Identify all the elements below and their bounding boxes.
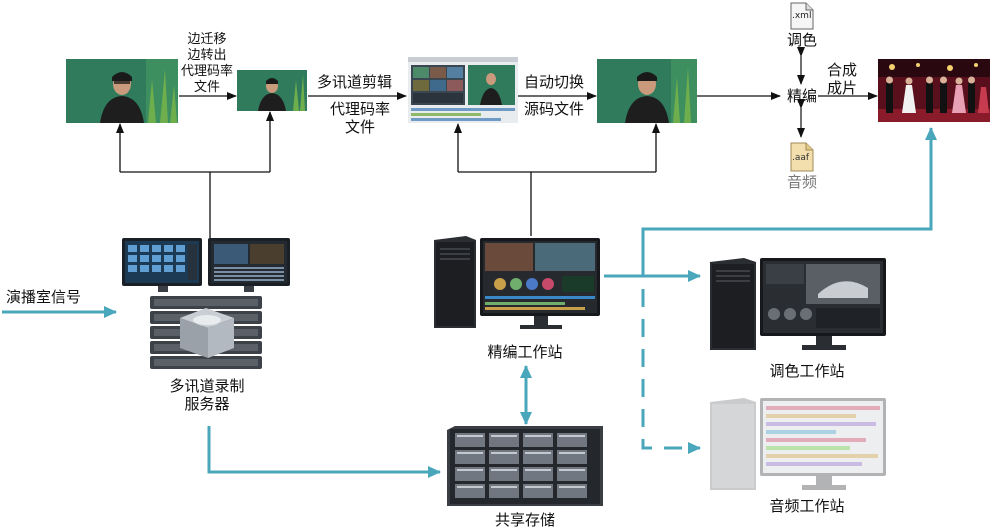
- teal-arrow-server-to-storage: [207, 426, 441, 478]
- label-fine-edit: 精编: [786, 87, 817, 105]
- xml-file-icon: .xml: [790, 2, 814, 30]
- label-edge-proxy: 边迁移 边转出 代理码率 文件: [180, 32, 233, 95]
- label-record-server: 多讯道录制 服务器: [169, 377, 245, 413]
- label-proxy-file: 代理码率 文件: [329, 100, 390, 136]
- video-thumbnail-program: [597, 59, 697, 123]
- recording-server-monitors: [122, 238, 290, 294]
- label-compose: 合成 成片: [826, 61, 857, 97]
- label-shared-storage: 共享存储: [494, 511, 555, 529]
- label-audio: 音频: [786, 173, 817, 191]
- aaf-extension-label: .aaf: [792, 153, 810, 163]
- storage-array-icon: [447, 426, 603, 508]
- audio-workstation: [708, 398, 886, 492]
- label-source-file: 源码文件: [524, 100, 585, 118]
- xml-extension-label: .xml: [792, 11, 812, 21]
- teal-arrow-to-final: [641, 127, 937, 276]
- label-studio-signal: 演播室信号: [6, 288, 82, 306]
- label-auto-switch: 自动切换: [524, 73, 585, 91]
- video-thumbnail-camera-1: [66, 59, 178, 123]
- label-audio-station: 音频工作站: [769, 497, 845, 515]
- teal-dashed-to-audio: [641, 229, 701, 454]
- server-rack-icon: [150, 296, 262, 372]
- grading-workstation: [708, 258, 886, 352]
- label-grading: 调色: [786, 31, 817, 49]
- label-grading-station: 调色工作站: [769, 362, 845, 380]
- editing-software-thumbnail: [408, 57, 518, 123]
- label-multi-edit: 多讯道剪辑: [317, 73, 393, 91]
- final-program-thumbnail: [878, 59, 990, 122]
- label-edit-station: 精编工作站: [487, 343, 563, 361]
- video-thumbnail-camera-2: [237, 70, 307, 111]
- aaf-file-icon: .aaf: [790, 142, 814, 172]
- edit-workstation: [430, 236, 602, 332]
